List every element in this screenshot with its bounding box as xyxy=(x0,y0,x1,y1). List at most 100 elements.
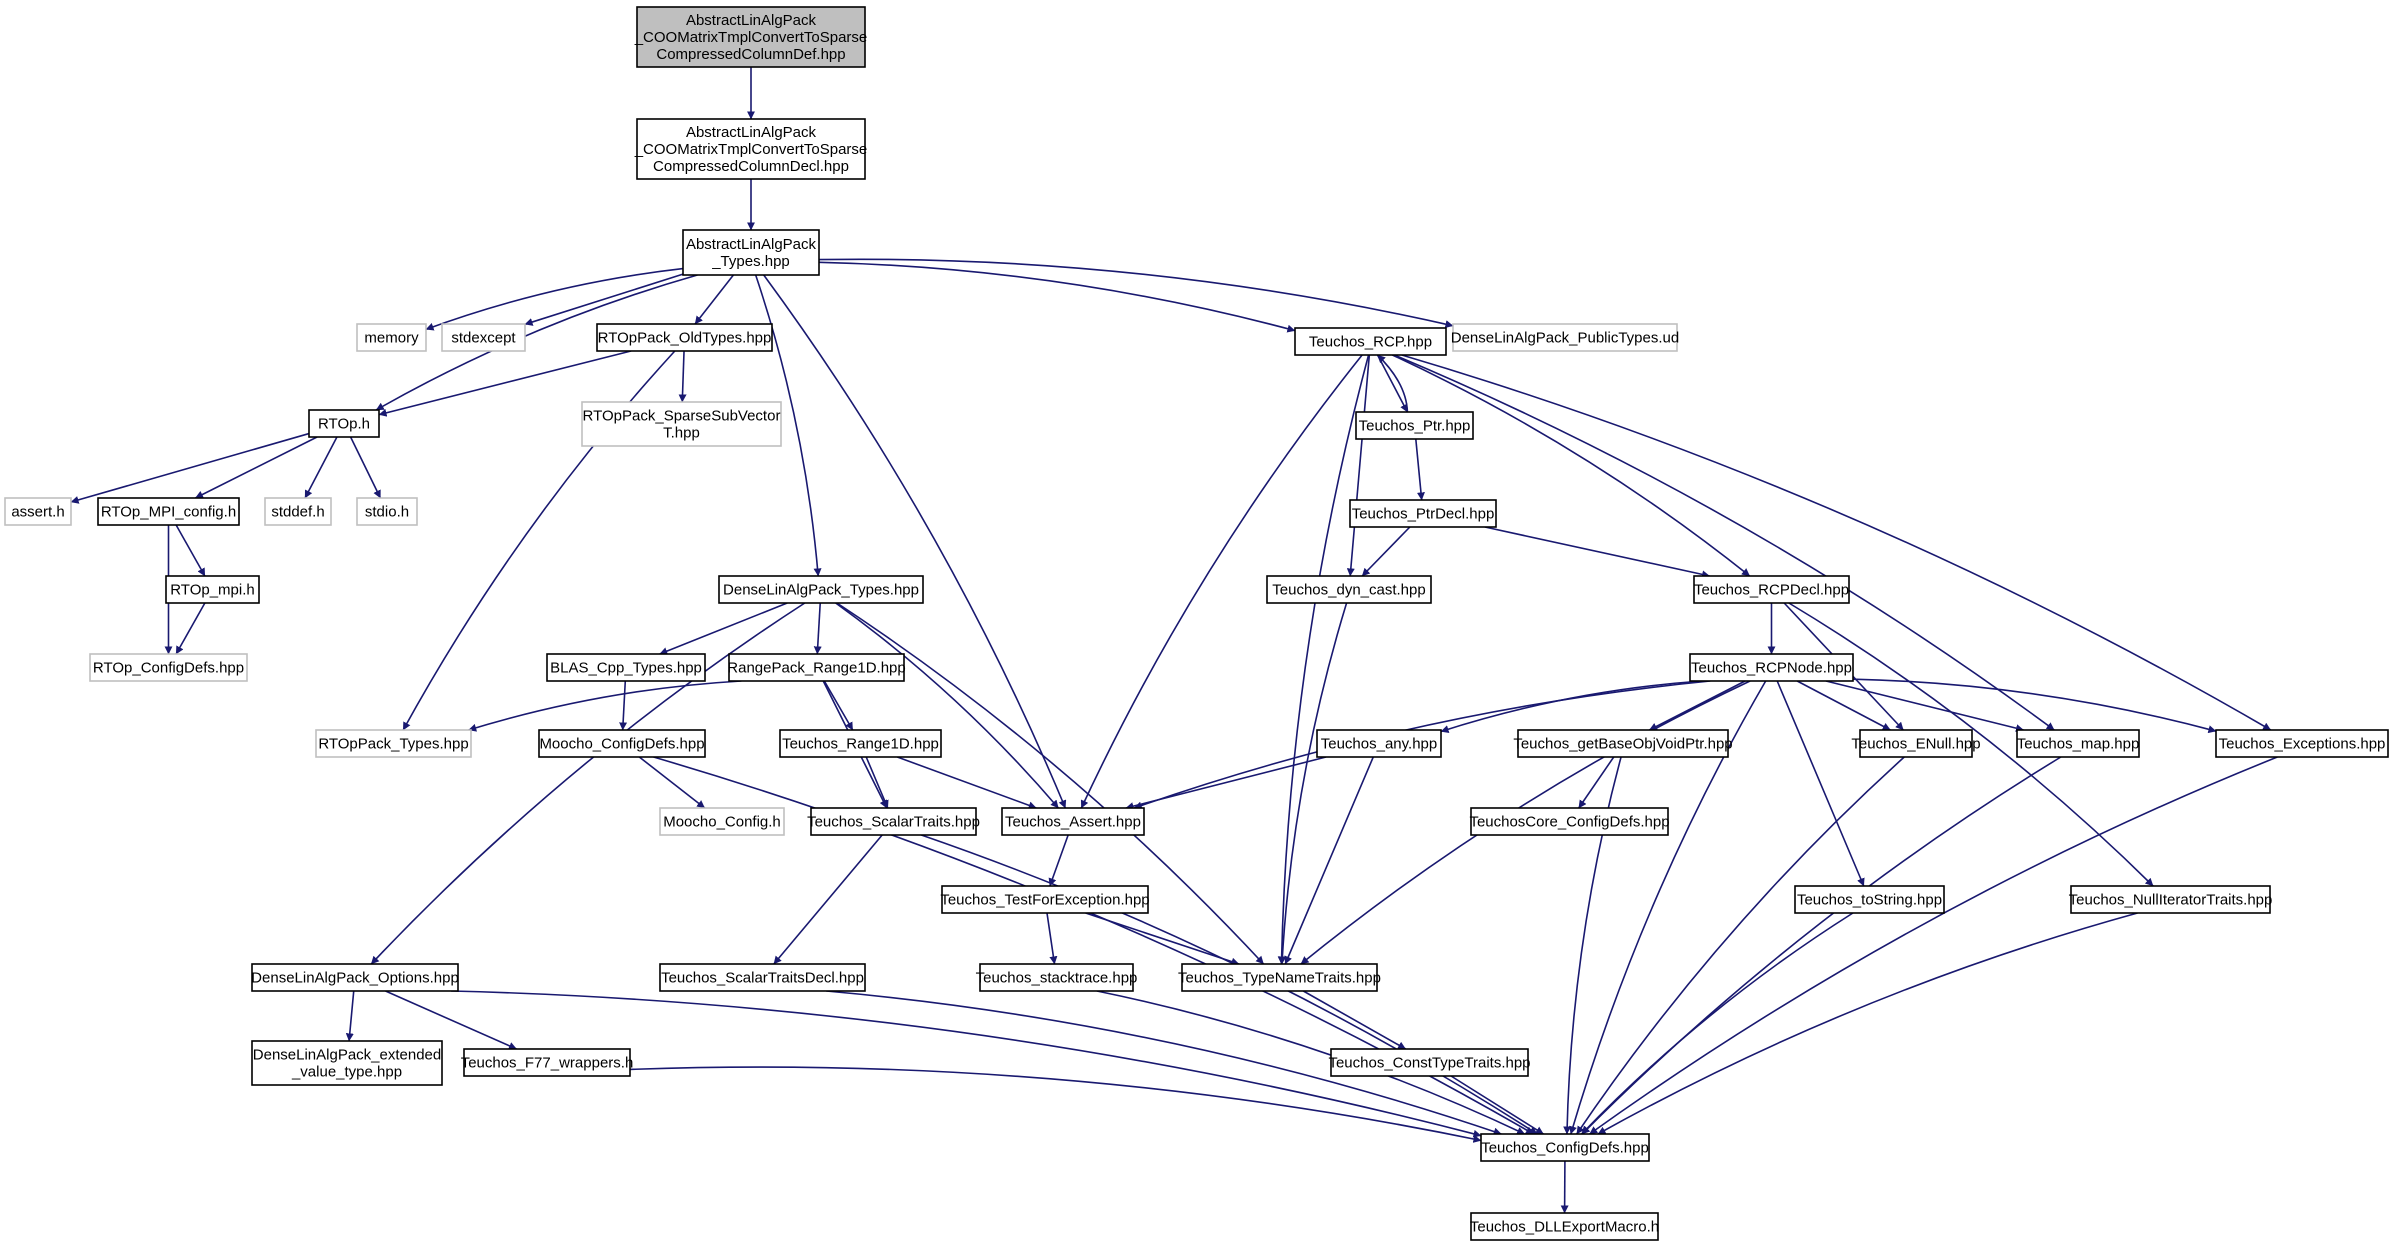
node-box xyxy=(308,409,380,438)
node-decl[interactable]: AbstractLinAlgPack_COOMatrixTmplConvertT… xyxy=(634,118,868,180)
node-box xyxy=(1480,1133,1650,1162)
edge-dlap_options-to-dlap_extended xyxy=(345,990,355,1042)
node-box xyxy=(89,653,248,682)
node-teuchos_range1d[interactable]: Teuchos_Range1D.hpp xyxy=(779,729,942,758)
node-teuchos_getbase[interactable]: Teuchos_getBaseObjVoidPtr.hpp xyxy=(1513,729,1733,758)
edge-teuchos_nulliter-to-teuchos_configdefs xyxy=(1597,912,2138,1135)
edge-teuchos_testforexc-to-teuchos_stacktrace xyxy=(1046,912,1058,965)
node-teuchos_dyncast[interactable]: Teuchos_dyn_cast.hpp xyxy=(1266,575,1432,604)
node-box xyxy=(1294,327,1447,356)
node-rtop_mpi[interactable]: RTOp_mpi.h xyxy=(165,575,260,604)
edge-teuchos_scalartraitsdecl-to-teuchos_configdefs xyxy=(826,990,1502,1136)
node-label: DenseLinAlgPack_PublicTypes.ud xyxy=(1451,330,1679,347)
node-dlap_options[interactable]: DenseLinAlgPack_Options.hpp xyxy=(251,963,459,992)
node-rtop_mpi_config[interactable]: RTOp_MPI_config.h xyxy=(97,497,240,526)
edge-teuchos_rcp-to-teuchos_map xyxy=(1393,354,2055,731)
node-label: RTOpPack_Types.hpp xyxy=(318,736,468,753)
node-teuchos_enull[interactable]: Teuchos_ENull.hpp xyxy=(1851,729,1981,758)
node-box xyxy=(97,497,240,526)
node-label: Teuchos_ConfigDefs.hpp xyxy=(1481,1140,1649,1157)
node-teuchos_rcpnode[interactable]: Teuchos_RCPNode.hpp xyxy=(1689,653,1854,682)
node-rtop_oldtypes[interactable]: RTOpPack_OldTypes.hpp xyxy=(596,323,773,352)
edge-dlap_options-to-teuchos_f77 xyxy=(385,990,517,1050)
node-teuchos_exceptions[interactable]: Teuchos_Exceptions.hpp xyxy=(2215,729,2389,758)
node-box xyxy=(941,885,1149,914)
node-teuchos_assert[interactable]: Teuchos_Assert.hpp xyxy=(1001,807,1145,836)
edge-teuchos_typenametraits-to-teuchos_consttypetraits xyxy=(1302,990,1407,1050)
edge-alap_types-to-dlap_types xyxy=(754,274,822,577)
node-label: stdio.h xyxy=(365,504,409,521)
node-rtop_h[interactable]: RTOp.h xyxy=(308,409,380,438)
node-label: assert.h xyxy=(11,504,64,521)
node-teuchos_any[interactable]: Teuchos_any.hpp xyxy=(1316,729,1442,758)
node-label: Teuchos_Assert.hpp xyxy=(1005,814,1141,831)
node-label: RTOp.h xyxy=(318,416,370,433)
node-box xyxy=(1693,575,1850,604)
edge-dlap_types-to-dlap_options xyxy=(370,602,806,965)
edge-alap_types-to-teuchos_assert xyxy=(763,274,1067,809)
edge-teuchos_exceptions-to-teuchos_configdefs xyxy=(1589,756,2278,1135)
node-box xyxy=(1470,1212,1659,1241)
node-label: Teuchos_Ptr.hpp xyxy=(1359,418,1471,435)
node-dlap_publictypes: DenseLinAlgPack_PublicTypes.ud xyxy=(1451,323,1679,352)
node-box xyxy=(1349,499,1497,528)
node-teuchos_ptrdecl[interactable]: Teuchos_PtrDecl.hpp xyxy=(1349,499,1497,528)
node-teuchos_configdefs[interactable]: Teuchos_ConfigDefs.hpp xyxy=(1480,1133,1650,1162)
node-box xyxy=(463,1048,631,1077)
node-moocho_configdefs[interactable]: Moocho_ConfigDefs.hpp xyxy=(538,729,706,758)
node-teuchos_typenametraits[interactable]: Teuchos_TypeNameTraits.hpp xyxy=(1178,963,1381,992)
node-teuchoscore_configdefs[interactable]: TeuchosCore_ConfigDefs.hpp xyxy=(1469,807,1670,836)
node-teuchos_rcpdecl[interactable]: Teuchos_RCPDecl.hpp xyxy=(1693,575,1850,604)
node-box xyxy=(779,729,942,758)
node-teuchos_nulliter[interactable]: Teuchos_NullIteratorTraits.hpp xyxy=(2069,885,2273,914)
edge-dlap_options-to-teuchos_configdefs xyxy=(451,990,1482,1138)
node-teuchos_stacktrace[interactable]: Teuchos_stacktrace.hpp xyxy=(976,963,1138,992)
node-dlap_types[interactable]: DenseLinAlgPack_Types.hpp xyxy=(718,575,924,604)
node-label: AbstractLinAlgPack_Types.hpp xyxy=(686,236,817,270)
edge-teuchos_dyncast-to-teuchos_typenametraits xyxy=(1278,602,1348,965)
edge-rtop_h-to-rtop_mpi_config xyxy=(195,436,318,499)
node-teuchos_dllexport[interactable]: Teuchos_DLLExportMacro.h xyxy=(1470,1212,1659,1241)
node-label: Teuchos_DLLExportMacro.h xyxy=(1470,1219,1659,1236)
node-teuchos_scalartraits[interactable]: Teuchos_ScalarTraits.hpp xyxy=(807,807,980,836)
edge-teuchos_rcp-to-teuchos_ptr xyxy=(1376,354,1409,413)
node-label: DenseLinAlgPack_Options.hpp xyxy=(251,970,459,987)
node-blas_cpp[interactable]: BLAS_Cpp_Types.hpp xyxy=(546,653,706,682)
node-rangepack[interactable]: RangePack_Range1D.hpp xyxy=(727,653,906,682)
node-stddef: stddef.h xyxy=(264,497,332,526)
edge-teuchos_ptrdecl-to-teuchos_rcpdecl xyxy=(1484,526,1710,579)
node-alap_types[interactable]: AbstractLinAlgPack_Types.hpp xyxy=(682,229,820,276)
node-label: Teuchos_RCPDecl.hpp xyxy=(1694,582,1849,599)
node-label: Teuchos_dyn_cast.hpp xyxy=(1272,582,1425,599)
node-label: RangePack_Range1D.hpp xyxy=(727,660,905,677)
edge-teuchos_rcpnode-to-teuchos_configdefs xyxy=(1569,680,1767,1135)
edge-teuchos_rcpnode-to-teuchos_enull xyxy=(1796,680,1891,731)
node-teuchos_scalartraitsdecl[interactable]: Teuchos_ScalarTraitsDecl.hpp xyxy=(659,963,866,992)
node-label: BLAS_Cpp_Types.hpp xyxy=(550,660,702,677)
node-label: Teuchos_RCP.hpp xyxy=(1309,334,1432,351)
node-teuchos_consttypetraits[interactable]: Teuchos_ConstTypeTraits.hpp xyxy=(1328,1048,1531,1077)
edges-layer xyxy=(70,67,2278,1214)
edge-dlap_types-to-blas_cpp xyxy=(659,602,788,655)
node-box xyxy=(1316,729,1442,758)
node-teuchos_f77[interactable]: Teuchos_F77_wrappers.h xyxy=(461,1048,634,1077)
edge-teuchos_rcpnode-to-teuchos_map xyxy=(1825,680,2024,733)
node-label: Teuchos_map.hpp xyxy=(2017,736,2140,753)
node-teuchos_ptr[interactable]: Teuchos_Ptr.hpp xyxy=(1355,411,1474,440)
node-label: DenseLinAlgPack_extended_value_type.hpp xyxy=(253,1047,441,1081)
edge-alap_types-to-dlap_publictypes xyxy=(818,258,1454,329)
node-teuchos_tostring[interactable]: Teuchos_toString.hpp xyxy=(1794,885,1945,914)
edge-teuchos_rcpnode-to-teuchos_tostring xyxy=(1776,680,1865,887)
node-dlap_extended[interactable]: DenseLinAlgPack_extended_value_type.hpp xyxy=(251,1040,443,1086)
node-teuchos_testforexc[interactable]: Teuchos_TestForException.hpp xyxy=(940,885,1150,914)
node-teuchos_map[interactable]: Teuchos_map.hpp xyxy=(2016,729,2140,758)
node-label: memory xyxy=(364,330,419,347)
node-label: Teuchos_any.hpp xyxy=(1321,736,1437,753)
node-root[interactable]: AbstractLinAlgPack_COOMatrixTmplConvertT… xyxy=(634,6,868,68)
edge-rtop_oldtypes-to-rtoppack_types xyxy=(402,350,676,731)
edge-dlap_types-to-rangepack xyxy=(813,602,822,655)
node-teuchos_rcp[interactable]: Teuchos_RCP.hpp xyxy=(1294,327,1447,356)
edge-teuchos_getbase-to-teuchos_configdefs xyxy=(1563,756,1622,1135)
node-box xyxy=(1452,323,1678,352)
node-box xyxy=(1001,807,1145,836)
